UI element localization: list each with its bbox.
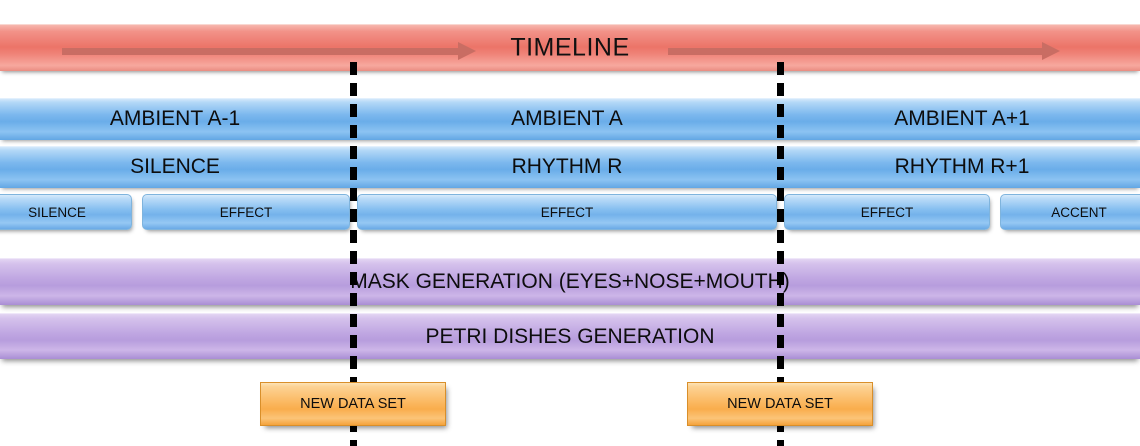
new-data-set-box-2: NEW DATA SET [687, 382, 873, 426]
ambient-segment-a-plus-1: AMBIENT A+1 [784, 98, 1140, 140]
ambient-segment-a: AMBIENT A [357, 98, 777, 140]
ambient-segment-label: AMBIENT A [511, 107, 623, 130]
arrow-shaft [668, 48, 1044, 55]
effect-box-accent: ACCENT [1000, 194, 1140, 230]
rhythm-segment-label: SILENCE [130, 155, 220, 178]
effect-box-label: ACCENT [1051, 204, 1107, 220]
ambient-row-bar [0, 98, 1140, 140]
arrow-shaft [62, 48, 460, 55]
new-data-set-box-1: NEW DATA SET [260, 382, 446, 426]
timeline-label: TIMELINE [510, 33, 630, 62]
effect-box-silence: SILENCE [0, 194, 132, 230]
mask-generation-bar: MASK GENERATION (EYES+NOSE+MOUTH) [0, 258, 1140, 305]
ambient-segment-label: AMBIENT A+1 [894, 107, 1030, 130]
petri-dishes-bar: PETRI DISHES GENERATION [0, 313, 1140, 359]
ambient-segment-a-minus-1: AMBIENT A-1 [0, 98, 350, 140]
rhythm-segment-silence: SILENCE [0, 146, 350, 188]
timeline-arrow-right [668, 42, 1060, 60]
mask-generation-label: MASK GENERATION (EYES+NOSE+MOUTH) [350, 270, 790, 293]
rhythm-segment-label: RHYTHM R [511, 155, 623, 178]
cut-line-1 [350, 62, 357, 446]
rhythm-segment-label: RHYTHM R+1 [894, 155, 1030, 178]
new-data-set-label: NEW DATA SET [300, 396, 406, 412]
effect-box-label: SILENCE [28, 204, 86, 220]
effect-box-2: EFFECT [357, 194, 777, 230]
rhythm-row-bar [0, 146, 1140, 188]
rhythm-segment-r: RHYTHM R [357, 146, 777, 188]
effect-box-1: EFFECT [142, 194, 350, 230]
effect-box-3: EFFECT [784, 194, 990, 230]
timeline-bar: TIMELINE [0, 24, 1140, 71]
cut-line-2 [777, 62, 784, 446]
arrow-head [458, 42, 476, 60]
new-data-set-label: NEW DATA SET [727, 396, 833, 412]
effect-box-label: EFFECT [540, 204, 594, 220]
ambient-segment-label: AMBIENT A-1 [109, 107, 241, 130]
effect-box-label: EFFECT [860, 204, 914, 220]
rhythm-segment-r-plus-1: RHYTHM R+1 [784, 146, 1140, 188]
timeline-arrow-left [62, 42, 476, 60]
arrow-head [1042, 42, 1060, 60]
effect-box-label: EFFECT [219, 204, 273, 220]
petri-dishes-label: PETRI DISHES GENERATION [425, 324, 715, 348]
